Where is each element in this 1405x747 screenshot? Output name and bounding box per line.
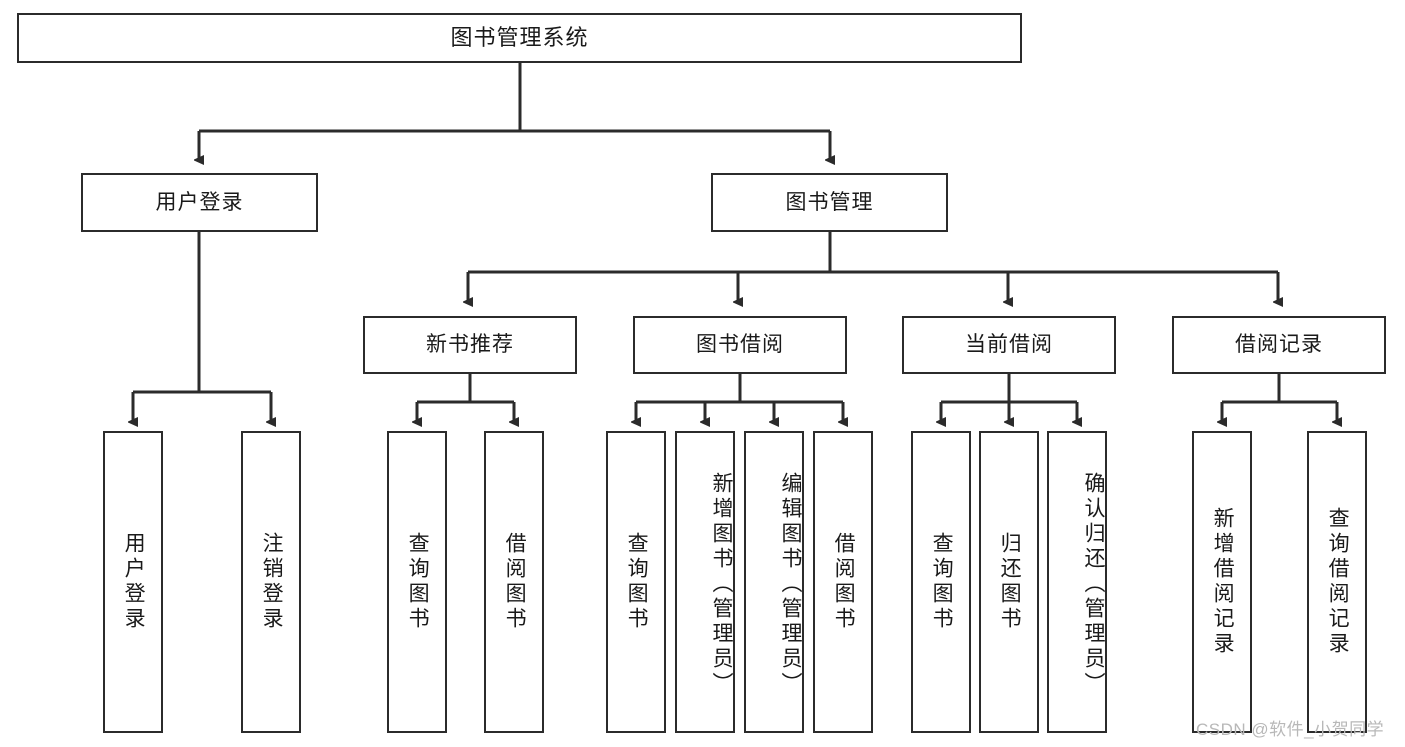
node-label: 用户登录 [122,532,146,632]
node-label: 当前借阅 [965,333,1053,357]
node-label: 图书管理 [785,190,874,214]
leaf-user-login-login[interactable]: 用户登录 [103,431,163,733]
node-label: 图书借阅 [696,333,784,357]
node-label: 新增借阅记录 [1211,507,1235,657]
node-borrow-record[interactable]: 借阅记录 [1172,316,1386,374]
leaf-book-borrow-query[interactable]: 查询图书 [606,431,666,733]
node-book-management[interactable]: 图书管理 [711,173,948,232]
leaf-new-book-query[interactable]: 查询图书 [387,431,447,733]
node-book-borrow[interactable]: 图书借阅 [633,316,847,374]
node-label: 注销登录 [260,532,284,632]
leaf-user-login-logout[interactable]: 注销登录 [241,431,301,733]
leaf-book-borrow-borrow[interactable]: 借阅图书 [813,431,873,733]
leaf-borrow-record-query[interactable]: 查询借阅记录 [1307,431,1367,733]
leaf-current-borrow-confirm-return[interactable]: 确认归还（管理员） [1047,431,1107,733]
node-label: 查询借阅记录 [1326,507,1350,657]
node-label: 确认归还（管理员） [1082,471,1105,697]
node-label: 查询图书 [625,532,649,632]
node-label: 查询图书 [930,532,954,632]
leaf-borrow-record-add[interactable]: 新增借阅记录 [1192,431,1252,733]
node-label: 图书管理系统 [450,24,589,50]
watermark-csdn: CSDN @软件_小贺同学 [1196,715,1384,740]
node-label: 借阅记录 [1235,333,1323,357]
leaf-book-borrow-edit[interactable]: 编辑图书（管理员） [744,431,804,733]
node-label: 查询图书 [406,532,430,632]
node-label: 编辑图书（管理员） [779,471,802,697]
leaf-new-book-borrow[interactable]: 借阅图书 [484,431,544,733]
node-label: 借阅图书 [503,532,527,632]
watermark-text: CSDN @软件_小贺同学 [1196,720,1385,739]
node-label: 新书推荐 [426,333,514,357]
node-label: 归还图书 [998,532,1022,632]
node-root-system[interactable]: 图书管理系统 [17,13,1022,63]
node-label: 新增图书（管理员） [710,471,733,697]
leaf-current-borrow-return[interactable]: 归还图书 [979,431,1039,733]
node-user-login[interactable]: 用户登录 [81,173,318,232]
node-new-book-recommend[interactable]: 新书推荐 [363,316,577,374]
leaf-current-borrow-query[interactable]: 查询图书 [911,431,971,733]
node-label: 用户登录 [155,190,244,214]
leaf-book-borrow-add[interactable]: 新增图书（管理员） [675,431,735,733]
node-current-borrow[interactable]: 当前借阅 [902,316,1116,374]
node-label: 借阅图书 [832,532,856,632]
